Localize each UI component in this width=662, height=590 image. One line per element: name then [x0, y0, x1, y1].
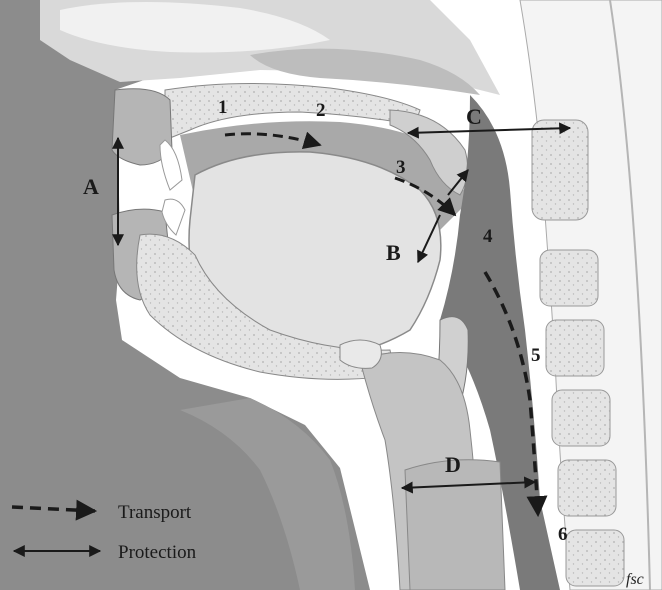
vertebra [540, 250, 598, 306]
step-5-label: 5 [531, 345, 541, 366]
vertebra [552, 390, 610, 446]
step-3-label: 3 [396, 157, 406, 178]
hyoid-bone [340, 340, 381, 368]
vertebra [566, 530, 624, 586]
label-d: D [445, 452, 461, 477]
step-6-label: 6 [558, 524, 568, 545]
label-a: A [83, 174, 99, 199]
vertebra [532, 120, 588, 220]
step-2-label: 2 [316, 100, 326, 121]
step-1-label: 1 [218, 97, 228, 118]
legend-protection-label: Protection [118, 542, 197, 563]
step-4-label: 4 [483, 226, 493, 247]
vertebra [558, 460, 616, 516]
label-b: B [386, 240, 401, 265]
label-c: C [466, 104, 482, 129]
trachea [405, 460, 505, 590]
legend-transport-label: Transport [118, 502, 192, 523]
artist-signature: fsc [626, 571, 644, 588]
vertebra [546, 320, 604, 376]
